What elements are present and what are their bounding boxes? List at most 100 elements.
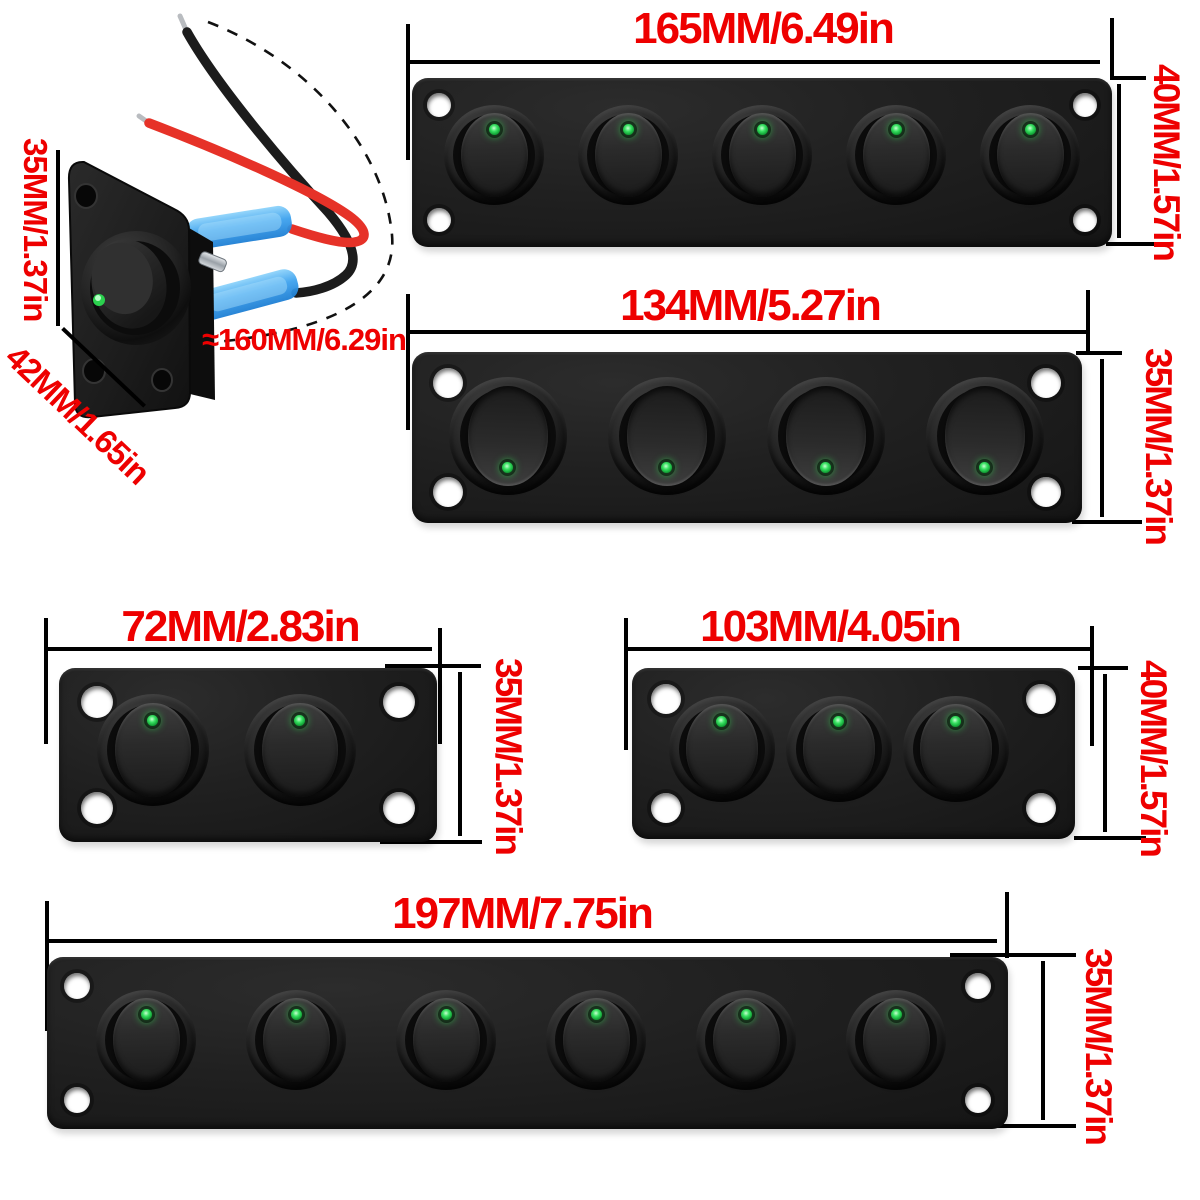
screw-hole <box>1073 93 1097 117</box>
screw-hole <box>1073 208 1097 232</box>
switch-bezel <box>444 105 544 205</box>
led-indicator <box>756 123 768 135</box>
switch-bezel <box>396 990 496 1090</box>
switch-bezel <box>246 990 346 1090</box>
switch-bezel <box>96 990 196 1090</box>
switch-bezel <box>449 377 567 495</box>
led-indicator <box>147 715 159 727</box>
rocker-switch <box>945 386 1025 486</box>
led-indicator <box>716 716 728 728</box>
screw-hole <box>64 973 90 999</box>
screw-hole <box>651 684 681 714</box>
dim-line <box>408 330 1090 334</box>
panel-5-gang <box>412 78 1112 247</box>
switch-bezel <box>97 694 209 806</box>
dim-line <box>408 60 1100 64</box>
rocker-switch <box>862 998 930 1082</box>
dim-tick <box>1005 892 1009 958</box>
switch-bezel <box>767 377 885 495</box>
panel3-height-label: 40MM/1.57in <box>1133 660 1174 856</box>
rocker-switch <box>686 704 758 794</box>
black-wire <box>182 27 358 298</box>
led-indicator <box>820 461 832 473</box>
dim-line <box>46 647 432 651</box>
led-indicator <box>290 1008 302 1020</box>
panel3-width-label: 103MM/4.05in <box>700 602 962 651</box>
dim-line <box>1041 961 1045 1120</box>
rocker-switch <box>112 998 180 1082</box>
panel6-width-label: 197MM/7.75in <box>392 889 654 938</box>
screw-hole <box>74 183 98 209</box>
dim-line <box>1103 674 1107 832</box>
switch-bezel <box>903 696 1009 802</box>
rocker-switch <box>115 702 191 798</box>
rocker-switch <box>627 386 707 486</box>
switch-bezel <box>846 105 946 205</box>
led-indicator <box>1024 123 1036 135</box>
rocker-switch <box>262 998 330 1082</box>
led-indicator <box>890 123 902 135</box>
led-indicator <box>294 715 306 727</box>
panel4-width-label: 134MM/5.27in <box>620 281 882 330</box>
rocker-switch <box>594 113 662 197</box>
led-indicator <box>440 1008 452 1020</box>
panel2-height-label: 35MM/1.37in <box>488 658 529 854</box>
dim-tick <box>948 1124 1076 1128</box>
screw-hole <box>1031 368 1061 398</box>
rocker-switch <box>920 704 992 794</box>
led-indicator <box>590 1008 602 1020</box>
dim-line <box>1100 359 1104 517</box>
switch-bezel <box>926 377 1044 495</box>
dim-tick <box>1090 626 1094 746</box>
screw-hole <box>433 477 463 507</box>
single-switch-height-label: 35MM/1.37in <box>17 138 54 322</box>
led-indicator <box>979 461 991 473</box>
panel-2-gang <box>59 668 437 842</box>
switch-bezel <box>244 694 356 806</box>
panel2-width-label: 72MM/2.83in <box>121 602 360 651</box>
screw-hole <box>427 208 451 232</box>
panel-6-gang <box>47 957 1008 1129</box>
dim-tick <box>1106 242 1164 246</box>
screw-hole <box>81 792 113 824</box>
dim-tick <box>950 953 1076 957</box>
wire-length-dashed-arc <box>207 20 394 344</box>
spade-terminal-icon <box>198 251 227 273</box>
rocker-switch <box>460 113 528 197</box>
dim-tick <box>1076 351 1122 355</box>
screw-hole <box>1031 477 1061 507</box>
led-indicator <box>622 123 634 135</box>
dim-line <box>458 672 462 836</box>
led-indicator <box>661 461 673 473</box>
rocker-switch <box>412 998 480 1082</box>
screw-hole <box>965 1087 991 1113</box>
screw-hole <box>81 686 113 718</box>
dim-tick <box>385 664 481 668</box>
screw-hole <box>383 792 415 824</box>
led-indicator <box>950 716 962 728</box>
screw-hole <box>1026 793 1056 823</box>
led-indicator-core <box>95 295 101 301</box>
red-wire <box>144 118 369 248</box>
dim-line <box>626 647 1092 651</box>
rocker-switch <box>562 998 630 1082</box>
rocker-face <box>92 242 153 315</box>
dim-line <box>47 939 997 943</box>
dim-tick <box>1072 520 1142 524</box>
screw-hole <box>151 368 173 392</box>
rocker-switch <box>786 386 866 486</box>
led-indicator <box>140 1008 152 1020</box>
rocker-switch <box>862 113 930 197</box>
dim-tick <box>1086 290 1090 354</box>
dim-tick <box>1110 18 1114 80</box>
rocker-switch <box>468 386 548 486</box>
dim-line <box>1117 84 1121 238</box>
switch-bezel <box>786 696 892 802</box>
lower-blue-connector <box>196 269 299 320</box>
dim-tick <box>44 618 48 744</box>
switch-bezel <box>546 990 646 1090</box>
screw-hole <box>433 368 463 398</box>
panel5-width-label: 165MM/6.49in <box>633 4 895 53</box>
led-indicator <box>488 123 500 135</box>
